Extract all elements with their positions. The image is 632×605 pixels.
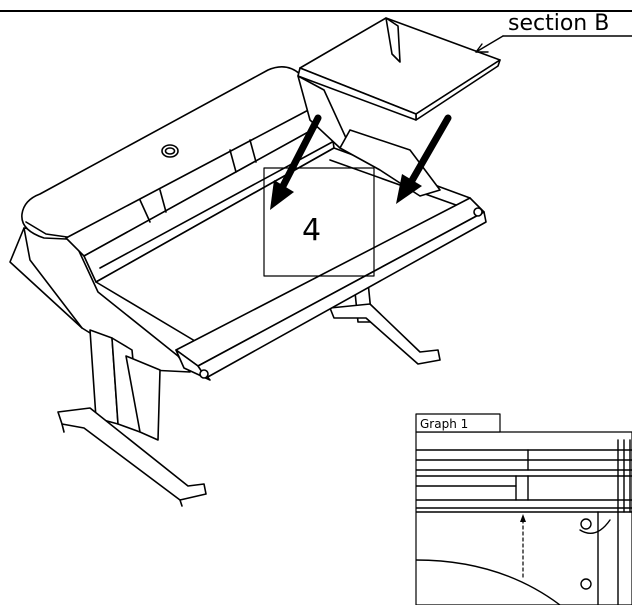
down-left-arrow-2: [396, 114, 452, 204]
step-number: 4: [302, 213, 321, 248]
section-label: section B: [508, 11, 609, 36]
desk-surface: [95, 139, 487, 381]
left-side-panel: [9, 227, 191, 373]
section-callout: [475, 35, 632, 53]
side-shelf: [297, 17, 501, 197]
left-leg-post: [89, 329, 161, 441]
rack-strip: [65, 105, 335, 283]
detail-view: [415, 413, 632, 605]
graph-label-box: [415, 413, 501, 433]
down-left-arrow-1: [270, 114, 322, 210]
left-foot: [57, 407, 207, 507]
graph-label: Graph 1: [420, 417, 468, 431]
step-4-box: [263, 167, 375, 277]
